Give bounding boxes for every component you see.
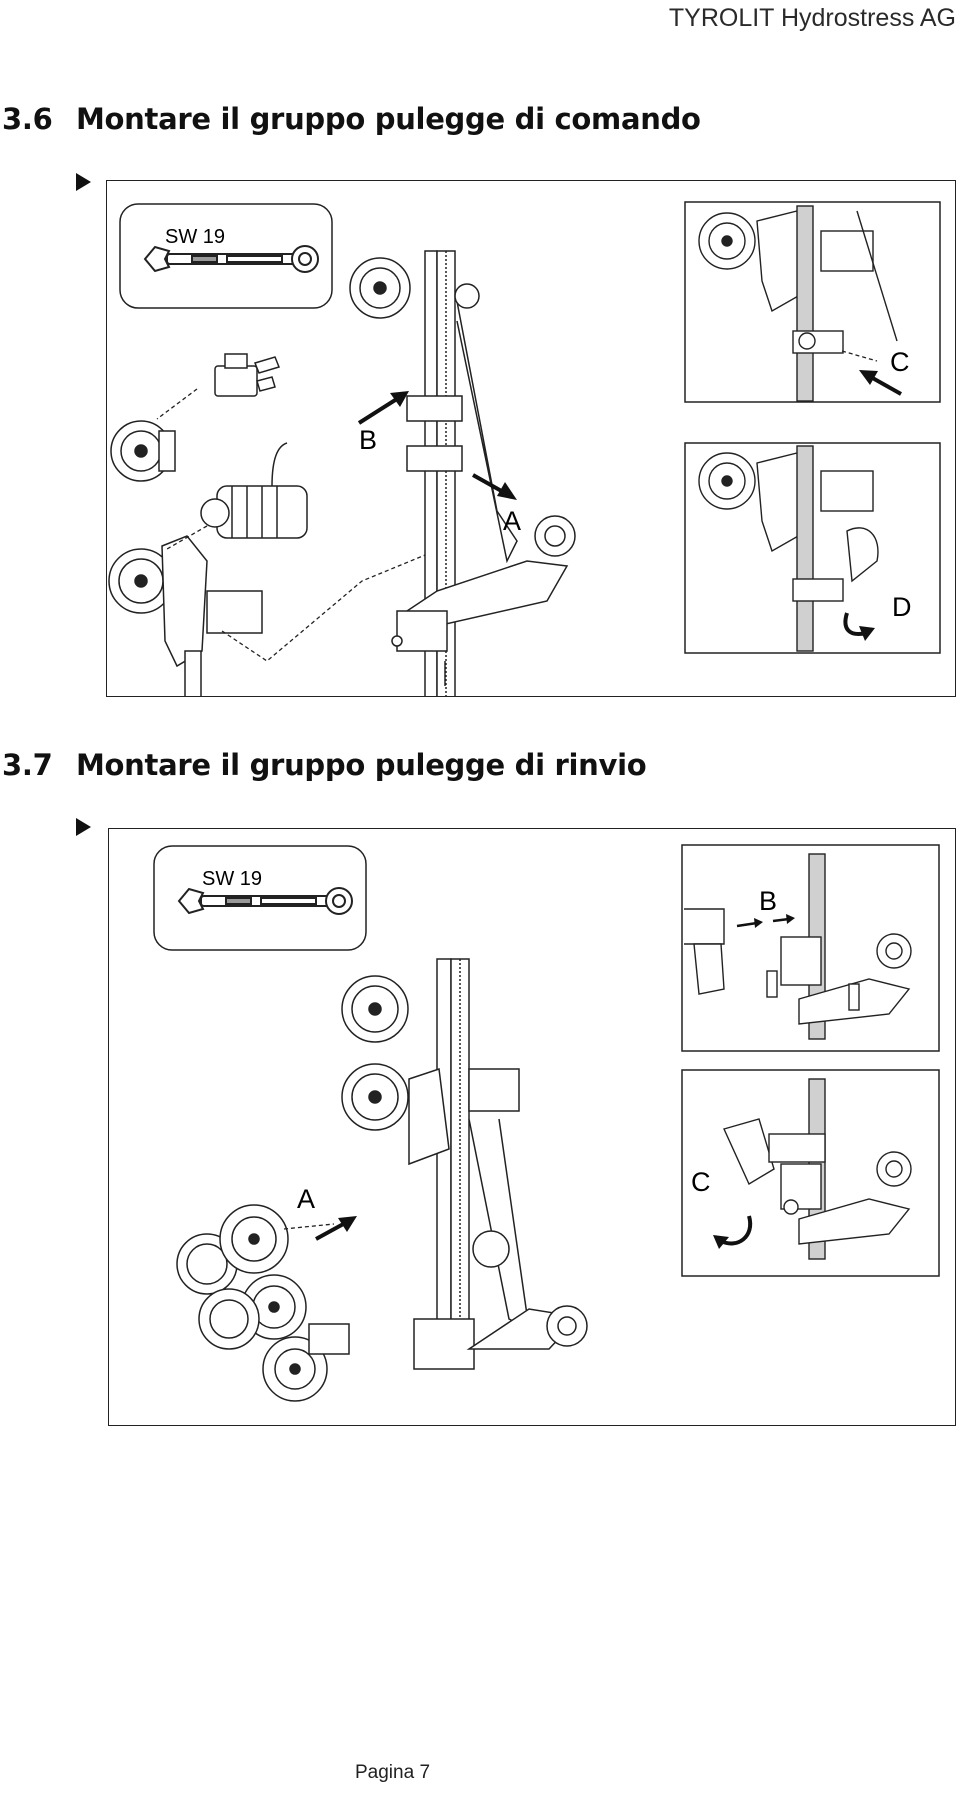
tool-size-label: SW 19 bbox=[202, 868, 262, 890]
figure-drive-pulley-assembly: B A C bbox=[106, 180, 956, 697]
step-arrow-icon bbox=[76, 173, 91, 191]
section-title: Montare il gruppo pulegge di comando bbox=[76, 102, 701, 136]
company-header: TYROLIT Hydrostress AG bbox=[668, 4, 956, 32]
detail-view-b bbox=[681, 844, 940, 1052]
callout-label-a: A bbox=[297, 1184, 315, 1214]
detail-view-c bbox=[684, 201, 941, 403]
figure-return-pulley-assembly: SW 19 bbox=[108, 828, 956, 1426]
section-heading-3-6: 3.6 Montare il gruppo pulegge di comando bbox=[2, 102, 701, 136]
detail-view-d bbox=[684, 442, 941, 654]
callout-arrow-a bbox=[472, 473, 517, 500]
wrench-tool-box bbox=[119, 203, 333, 309]
callout-label-c: C bbox=[691, 1167, 711, 1197]
wrench-icon bbox=[143, 245, 319, 273]
section-number: 3.7 bbox=[2, 748, 53, 782]
return-pulley-set bbox=[176, 1204, 350, 1402]
callout-label-a: A bbox=[503, 506, 521, 536]
section-heading-3-7: 3.7 Montare il gruppo pulegge di rinvio bbox=[2, 748, 647, 782]
callout-label-d: D bbox=[892, 592, 912, 622]
page-number: Pagina 7 bbox=[355, 1762, 431, 1783]
callout-arrow-a bbox=[315, 1216, 357, 1241]
drill-rig-column bbox=[341, 958, 588, 1370]
callout-arrow-b bbox=[357, 391, 409, 425]
callout-label-b: B bbox=[359, 425, 377, 455]
section-title: Montare il gruppo pulegge di rinvio bbox=[76, 748, 647, 782]
wrench-icon bbox=[177, 887, 353, 915]
detail-view-c bbox=[681, 1069, 940, 1277]
section-number: 3.6 bbox=[2, 102, 53, 136]
callout-label-b: B bbox=[759, 886, 777, 916]
tool-size-label: SW 19 bbox=[165, 226, 225, 248]
callout-label-c: C bbox=[890, 347, 910, 377]
wrench-tool-box bbox=[153, 845, 367, 951]
exploded-drive-parts bbox=[108, 353, 308, 696]
illustration-drive-pulley: B A C bbox=[108, 201, 941, 696]
assembly-guide-lines bbox=[156, 388, 448, 662]
drill-rig-column bbox=[349, 250, 576, 696]
illustration-return-pulley: SW 19 bbox=[153, 844, 940, 1402]
step-arrow-icon bbox=[76, 818, 91, 836]
